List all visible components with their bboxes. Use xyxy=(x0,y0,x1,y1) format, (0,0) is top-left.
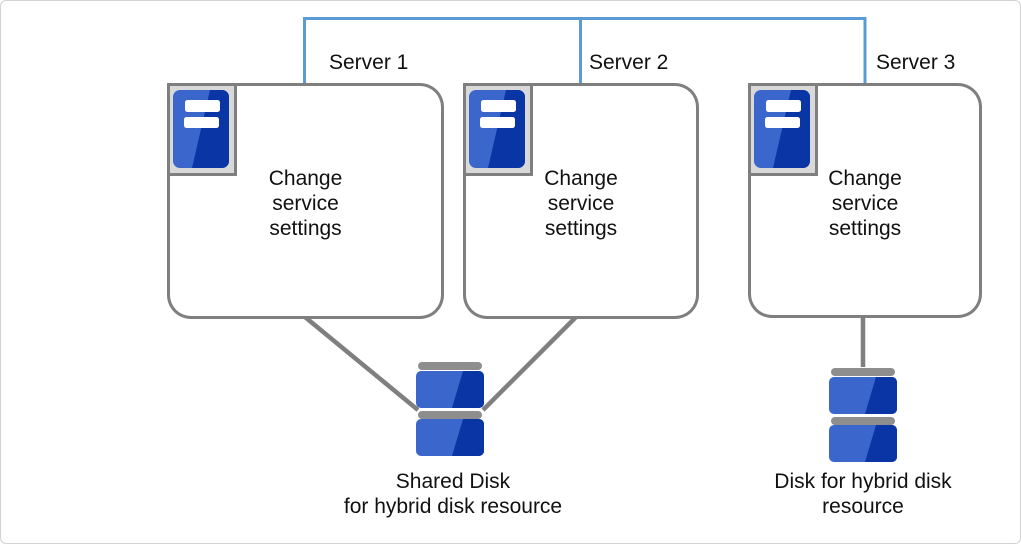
disk-connector-lines xyxy=(303,315,866,412)
hybrid-disk-label: Disk for hybrid disk resource xyxy=(774,470,952,518)
server-tower-icon xyxy=(748,83,818,176)
server3-node: Change service settings xyxy=(748,83,982,318)
disk-stack-icon xyxy=(829,368,897,462)
server3-action-text: Change service settings xyxy=(828,167,902,240)
server2-action-text: Change service settings xyxy=(544,167,618,240)
server2-node: Change service settings xyxy=(463,83,699,319)
server1-label: Server 1 xyxy=(329,51,409,74)
server2-box xyxy=(463,83,699,319)
server1-action-text: Change service settings xyxy=(268,167,343,240)
shared-disk-label: Shared Disk for hybrid disk resource xyxy=(343,470,563,518)
server-tower-icon xyxy=(463,83,533,176)
disk-stack-icon xyxy=(416,362,484,456)
server2-label: Server 2 xyxy=(589,51,669,74)
server1-node: Change service settings xyxy=(167,83,444,319)
server-tower-icon xyxy=(167,83,237,176)
server3-label: Server 3 xyxy=(876,51,956,74)
